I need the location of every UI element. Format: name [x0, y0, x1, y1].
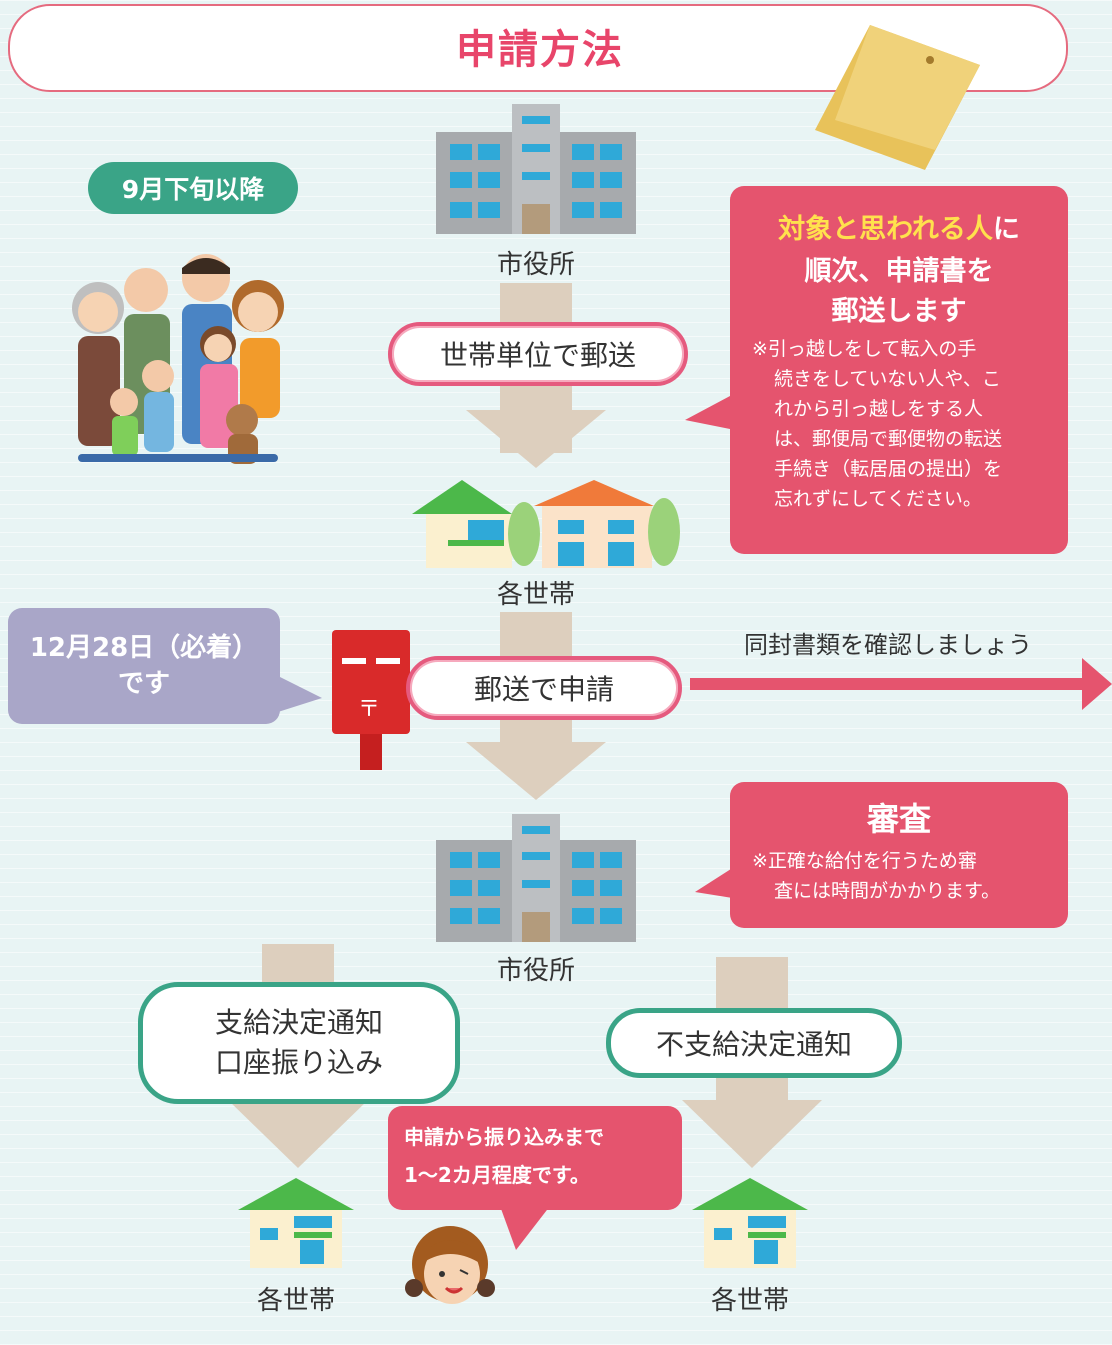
notice-heading-line2: 順次、申請書を [804, 255, 994, 287]
notice-note-line: れから引っ越しをする人 [774, 398, 984, 420]
approval-label: 支給決定通知 口座振り込み [138, 982, 460, 1104]
household-right-icon [692, 1178, 808, 1268]
notice-note-line: 忘れずにしてください。 [774, 488, 982, 510]
check-documents-arrow [690, 658, 1112, 712]
speech-line2: 1〜2カ月程度です。 [404, 1163, 590, 1187]
household-right-label: 各世帯 [710, 1285, 789, 1316]
city-hall-top-icon [436, 104, 636, 234]
check-documents-label: 同封書類を確認しましょう [744, 630, 1032, 659]
review-box [730, 782, 1068, 928]
flow-arrowhead-right [682, 1100, 822, 1170]
household-left-label: 各世帯 [256, 1285, 335, 1316]
review-pointer [695, 860, 745, 900]
households-mid-label: 各世帯 [496, 579, 575, 610]
speech-text: 申請から振り込みまで 1〜2カ月程度です。 [404, 1118, 676, 1194]
flow-arrowhead-1 [466, 410, 606, 470]
date-badge: 9月下旬以降 [88, 162, 298, 214]
review-note-line: ※正確な給付を行うため審 [752, 850, 977, 872]
city-hall-bottom-icon [436, 814, 636, 942]
notice-heading-suffix: に [992, 213, 1020, 245]
review-note-line: 査には時間がかかります。 [774, 880, 1001, 902]
girl-face-icon [402, 1218, 502, 1318]
household-left-icon [238, 1178, 354, 1268]
flow-arrowhead-left [228, 1100, 368, 1170]
family-illustration [58, 248, 298, 470]
page-title: 申請方法 [456, 27, 624, 73]
postbox-icon: 〒 [332, 630, 412, 770]
review-heading: 審査 [866, 800, 931, 838]
notice-note-line: ※引っ越しをして転入の手 [752, 338, 977, 360]
notice-mailing-box [730, 186, 1068, 554]
notice-heading-line3: 郵送します [831, 295, 967, 327]
mail-by-household-label: 世帯単位で郵送 [388, 322, 688, 386]
approval-line1: 支給決定通知 [214, 1006, 383, 1039]
city-hall-bottom-label: 市役所 [496, 955, 575, 986]
notice-note-line: は、郵便局で郵便物の転送 [774, 428, 1003, 450]
speech-box [388, 1106, 682, 1210]
notice-note: ※引っ越しをして転入の手 続きをしていない人や、こ れから引っ越しをする人 は、… [752, 334, 1052, 514]
deadline-box: 12月28日（必着） です [8, 608, 280, 724]
households-icon [412, 476, 682, 568]
review-note: ※正確な給付を行うため審 査には時間がかかります。 [752, 846, 1062, 906]
notice-heading-line1: 対象と思われる人に [730, 206, 1068, 246]
notice-note-line: 続きをしていない人や、こ [774, 368, 1001, 390]
speech-pointer [500, 1206, 550, 1250]
deadline-pointer [278, 676, 322, 712]
deadline-line2: です [117, 669, 170, 699]
envelope-icon [815, 20, 985, 170]
svg-text:〒: 〒 [358, 697, 380, 722]
speech-line1: 申請から振り込みまで [404, 1125, 604, 1149]
notice-note-line: 手続き（転居届の提出）を [774, 458, 1003, 480]
notice-pointer [685, 388, 745, 432]
city-hall-top-label: 市役所 [496, 249, 575, 280]
approval-line2: 口座振り込み [214, 1046, 383, 1079]
deadline-line1: 12月28日（必着） [29, 633, 259, 663]
rejection-label: 不支給決定通知 [606, 1008, 902, 1078]
apply-by-mail-label: 郵送で申請 [406, 656, 682, 720]
flow-arrowhead-2 [466, 742, 606, 802]
notice-highlight: 対象と思われる人 [778, 213, 993, 245]
